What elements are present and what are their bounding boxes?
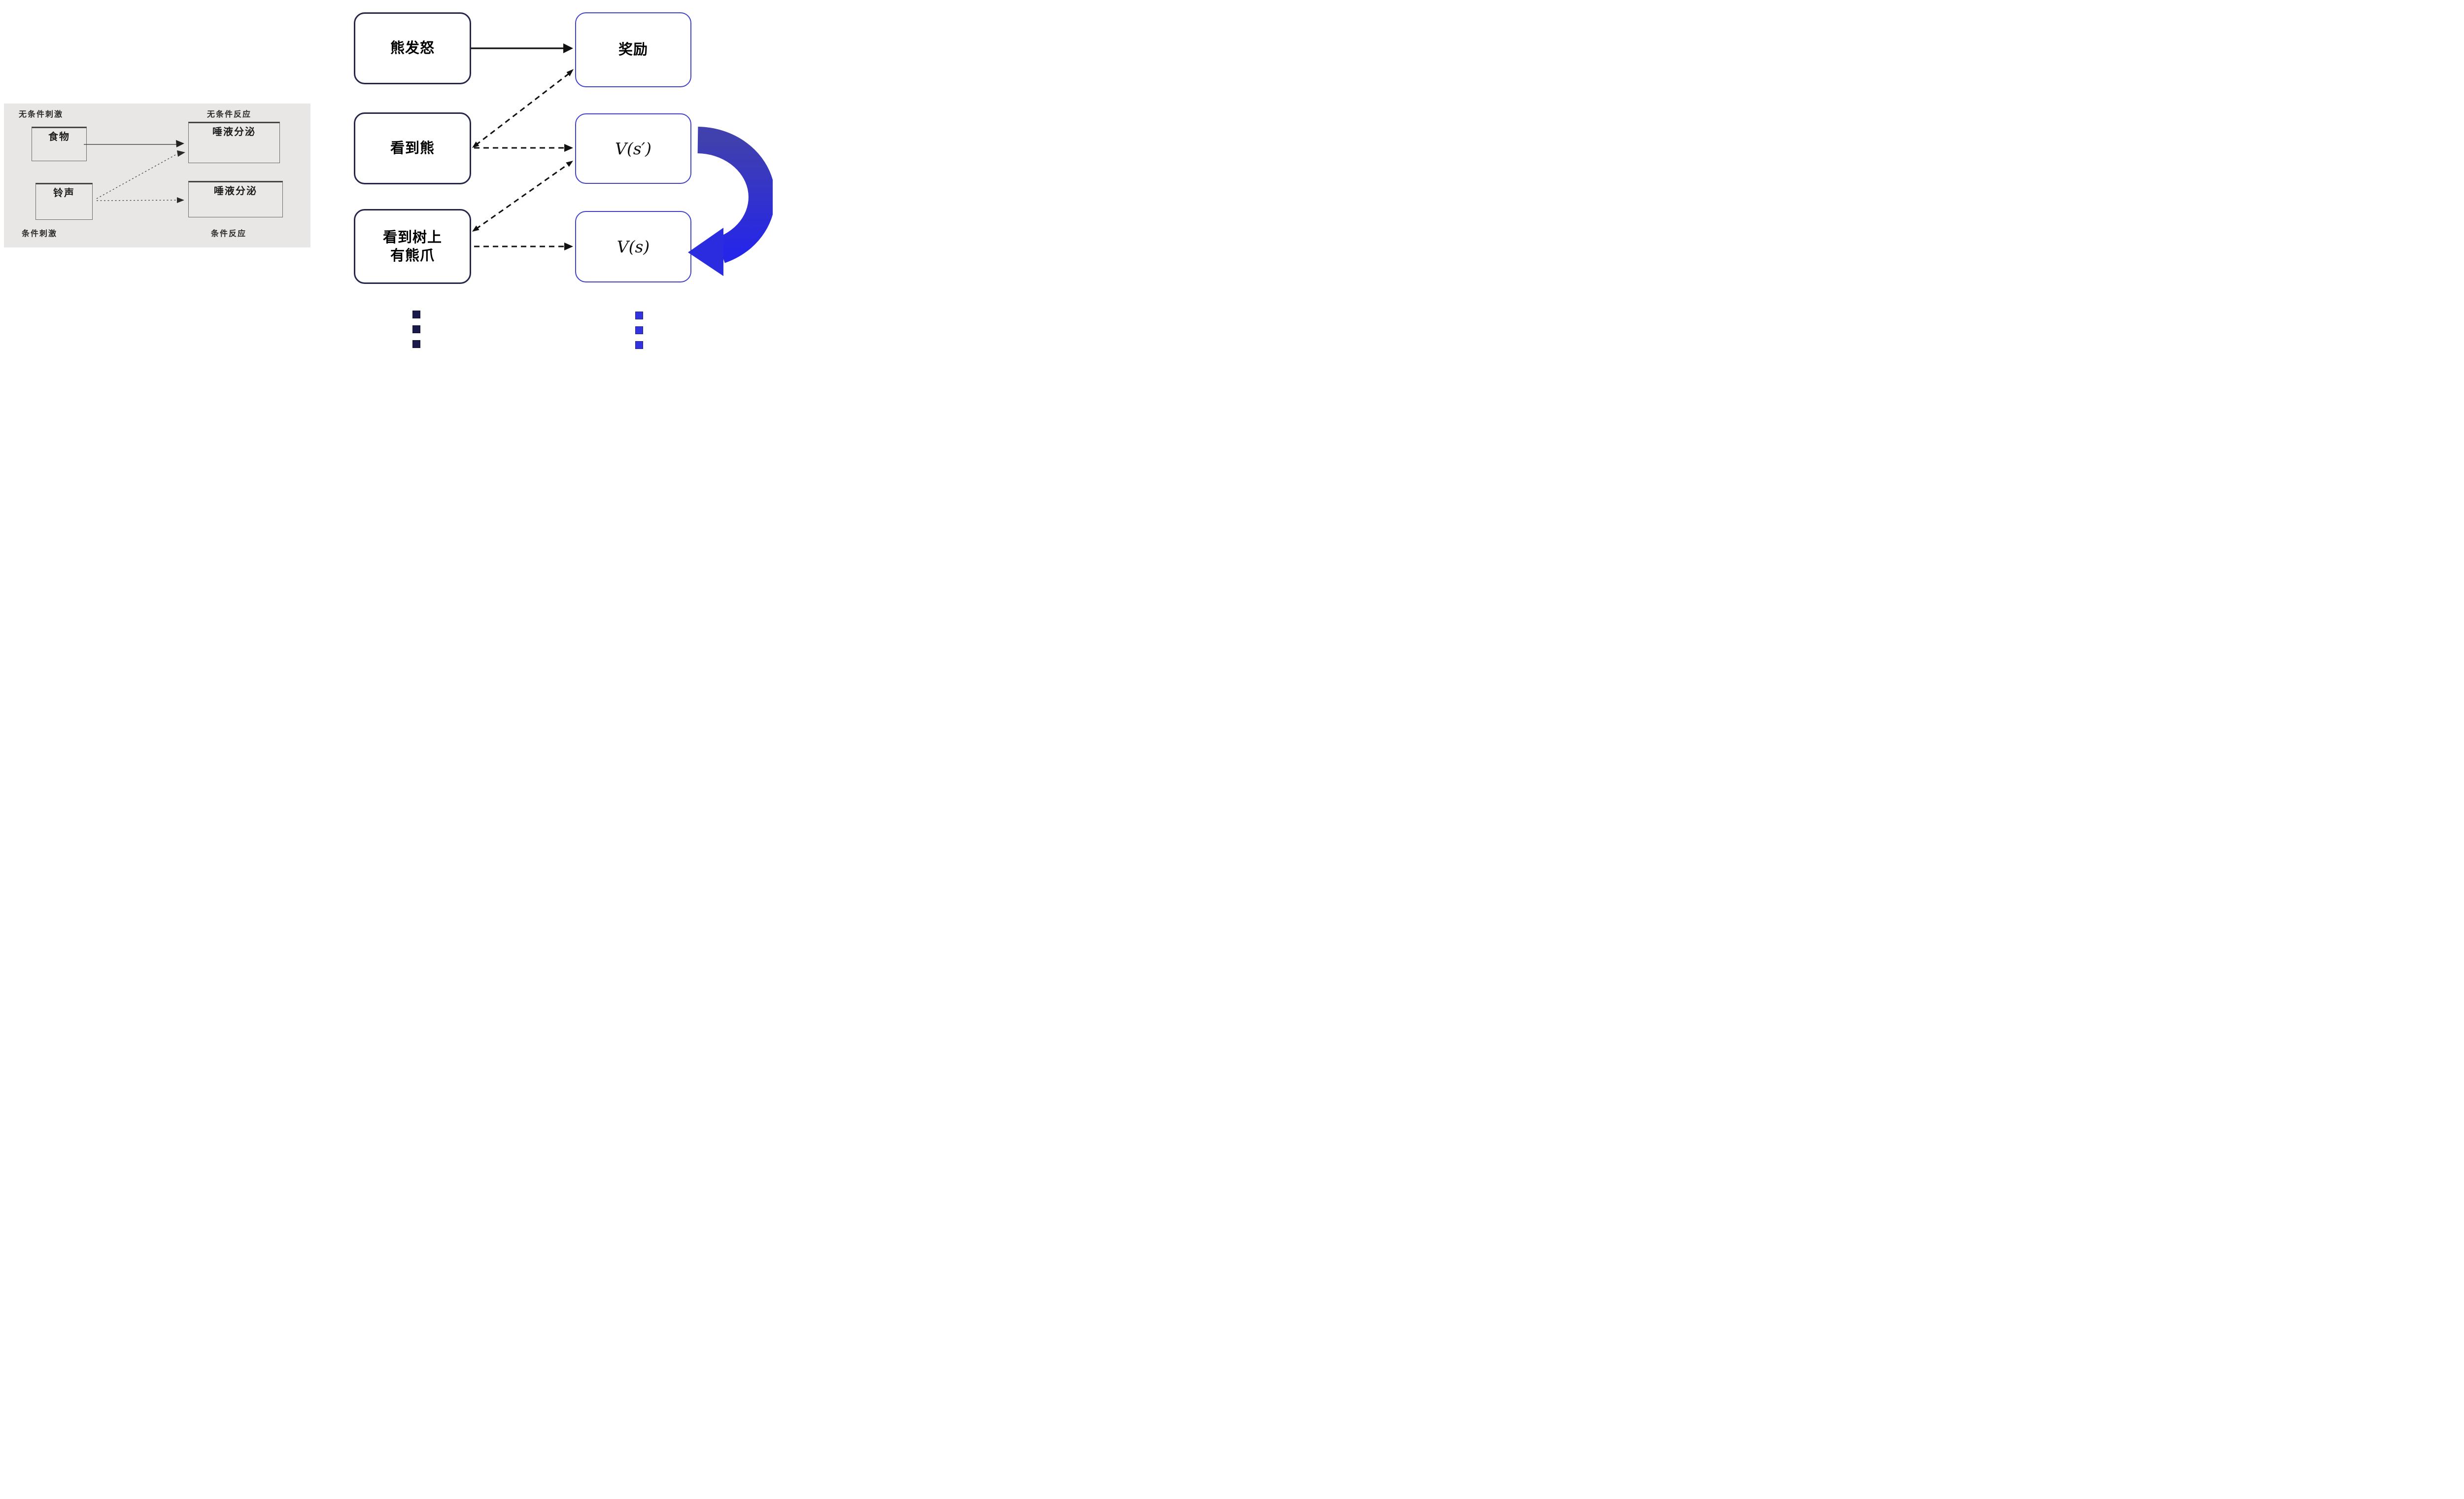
box-conditioned-response-salivation: 唾液分泌: [188, 181, 283, 217]
dashed-arrow-see-claw-value-next: [472, 161, 573, 232]
box-reward: 奖励: [575, 12, 691, 87]
box-see-claw-label-line1: 看到树上: [382, 228, 442, 245]
box-value-current-state-label: V(s): [616, 237, 650, 256]
arrows-overlay: [84, 43, 773, 276]
box-reward-label: 奖励: [618, 41, 648, 58]
box-value-current-state: V(s): [575, 211, 691, 282]
box-bear-angry-label: 熊发怒: [390, 39, 435, 57]
label-conditioned-stimulus: 条件刺激: [22, 229, 58, 238]
label-unconditioned-response: 无条件反应: [207, 109, 252, 119]
box-see-claw: 看到树上 有熊爪: [354, 209, 471, 284]
box-bell: 铃声: [35, 183, 93, 220]
figure-canvas: 无条件刺激 无条件反应 条件刺激 条件反应 食物 唾液分泌 铃声 唾液分泌 熊发…: [0, 0, 773, 350]
box-see-claw-label-line2: 有熊爪: [390, 247, 435, 264]
box-unconditioned-response-salivation: 唾液分泌: [188, 122, 280, 163]
dashed-arrow-see-claw-value-current: [474, 243, 573, 250]
dashed-arrow-bell-to-salivation-diagonal: [96, 150, 185, 199]
box-food: 食物: [32, 127, 87, 161]
dashed-arrow-see-bear-reward: [472, 69, 574, 148]
classical-conditioning-panel: 无条件刺激 无条件反应 条件刺激 条件反应 食物 唾液分泌 铃声 唾液分泌: [4, 104, 310, 247]
box-value-next-state: V(s′): [575, 113, 691, 184]
label-unconditioned-stimulus: 无条件刺激: [19, 109, 64, 119]
dashed-arrow-see-bear-value-next: [474, 144, 573, 152]
solid-arrow-food-to-salivation: [84, 140, 184, 147]
dashed-arrow-bell-to-salivation-horizontal: [96, 197, 184, 203]
box-see-bear: 看到熊: [354, 112, 471, 184]
box-bear-angry: 熊发怒: [354, 12, 471, 84]
box-see-bear-label: 看到熊: [390, 139, 435, 157]
label-conditioned-response: 条件反应: [211, 229, 247, 238]
solid-arrow-bear-to-reward: [471, 43, 573, 53]
loop-arrow-icon: [688, 127, 773, 276]
box-value-next-state-label: V(s′): [615, 139, 651, 158]
